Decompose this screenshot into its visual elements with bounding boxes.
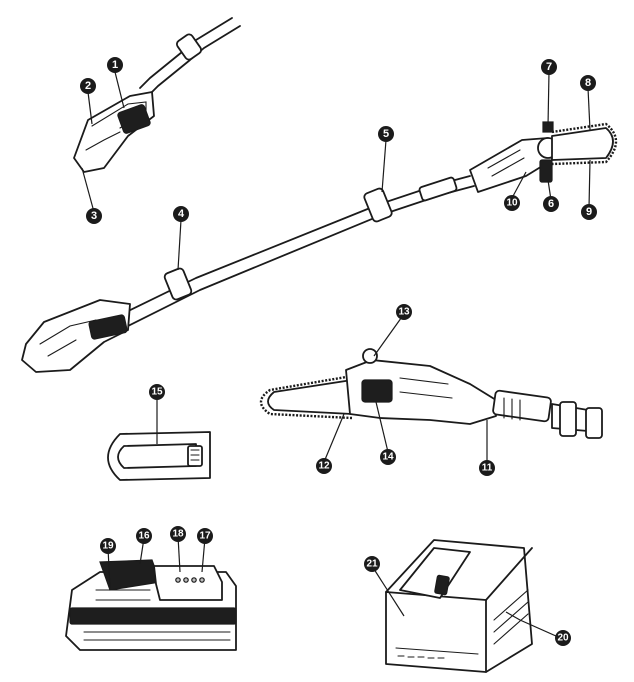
callout-number: 7 — [546, 61, 552, 73]
callout-marker — [479, 460, 495, 476]
callout-number: 8 — [585, 77, 591, 89]
callout-marker — [80, 78, 96, 94]
callout-number: 17 — [199, 531, 211, 542]
callout-marker — [378, 126, 394, 142]
callout-marker — [149, 384, 165, 400]
charger-illustration — [385, 539, 533, 673]
callout-marker — [173, 206, 189, 222]
callout-number: 18 — [172, 529, 184, 540]
blade-cover-illustration — [107, 431, 211, 481]
callout-marker — [380, 449, 396, 465]
callout-number: 11 — [482, 463, 493, 474]
callout-9: 9 — [581, 204, 597, 220]
callout-marker — [86, 208, 102, 224]
callout-16: 16 — [136, 528, 152, 544]
callout-3: 3 — [86, 208, 102, 224]
callout-marker — [170, 526, 186, 542]
callout-marker — [364, 556, 380, 572]
callout-number: 5 — [383, 128, 389, 140]
battery-illustration — [65, 559, 237, 651]
callout-number: 1 — [112, 59, 118, 71]
callout-number: 16 — [138, 531, 150, 542]
callout-18: 18 — [170, 526, 186, 542]
callout-4: 4 — [173, 206, 189, 222]
callout-number: 13 — [398, 307, 410, 318]
callout-2: 2 — [80, 78, 96, 94]
callout-17: 17 — [197, 528, 213, 544]
callout-7: 7 — [541, 59, 557, 75]
callout-number: 20 — [557, 633, 569, 644]
callout-number: 21 — [366, 559, 378, 570]
callout-marker — [197, 528, 213, 544]
callout-number: 4 — [178, 208, 185, 220]
callout-number: 10 — [506, 198, 518, 209]
callout-20: 20 — [555, 630, 571, 646]
callout-marker — [396, 304, 412, 320]
callout-14: 14 — [380, 449, 396, 465]
callout-8: 8 — [580, 75, 596, 91]
callout-marker — [580, 75, 596, 91]
callout-number: 9 — [586, 206, 592, 218]
callout-marker — [316, 458, 332, 474]
callout-10: 10 — [504, 195, 520, 211]
callout-marker — [541, 59, 557, 75]
callout-marker — [107, 57, 123, 73]
callout-number: 14 — [382, 452, 394, 463]
callout-number: 2 — [85, 80, 91, 92]
callout-marker — [543, 196, 559, 212]
callout-number: 12 — [318, 461, 330, 472]
callout-6: 6 — [543, 196, 559, 212]
callout-number: 15 — [151, 387, 163, 398]
callout-11: 11 — [479, 460, 495, 476]
pole-saw-illustration — [21, 121, 618, 373]
callout-12: 12 — [316, 458, 332, 474]
callout-marker — [504, 195, 520, 211]
callout-marker — [555, 630, 571, 646]
callout-marker — [581, 204, 597, 220]
callout-15: 15 — [149, 384, 165, 400]
callout-13: 13 — [396, 304, 412, 320]
callout-19: 19 — [100, 538, 116, 554]
callout-number: 6 — [548, 198, 554, 210]
handle-detail-illustration — [73, 17, 241, 173]
callout-marker — [136, 528, 152, 544]
saw-head-detail-illustration — [259, 348, 603, 439]
callout-marker — [100, 538, 116, 554]
callout-number: 3 — [91, 210, 97, 222]
callout-21: 21 — [364, 556, 380, 572]
callout-1: 1 — [107, 57, 123, 73]
callout-number: 19 — [102, 541, 114, 552]
callout-5: 5 — [378, 126, 394, 142]
leader-lines — [81, 71, 591, 637]
